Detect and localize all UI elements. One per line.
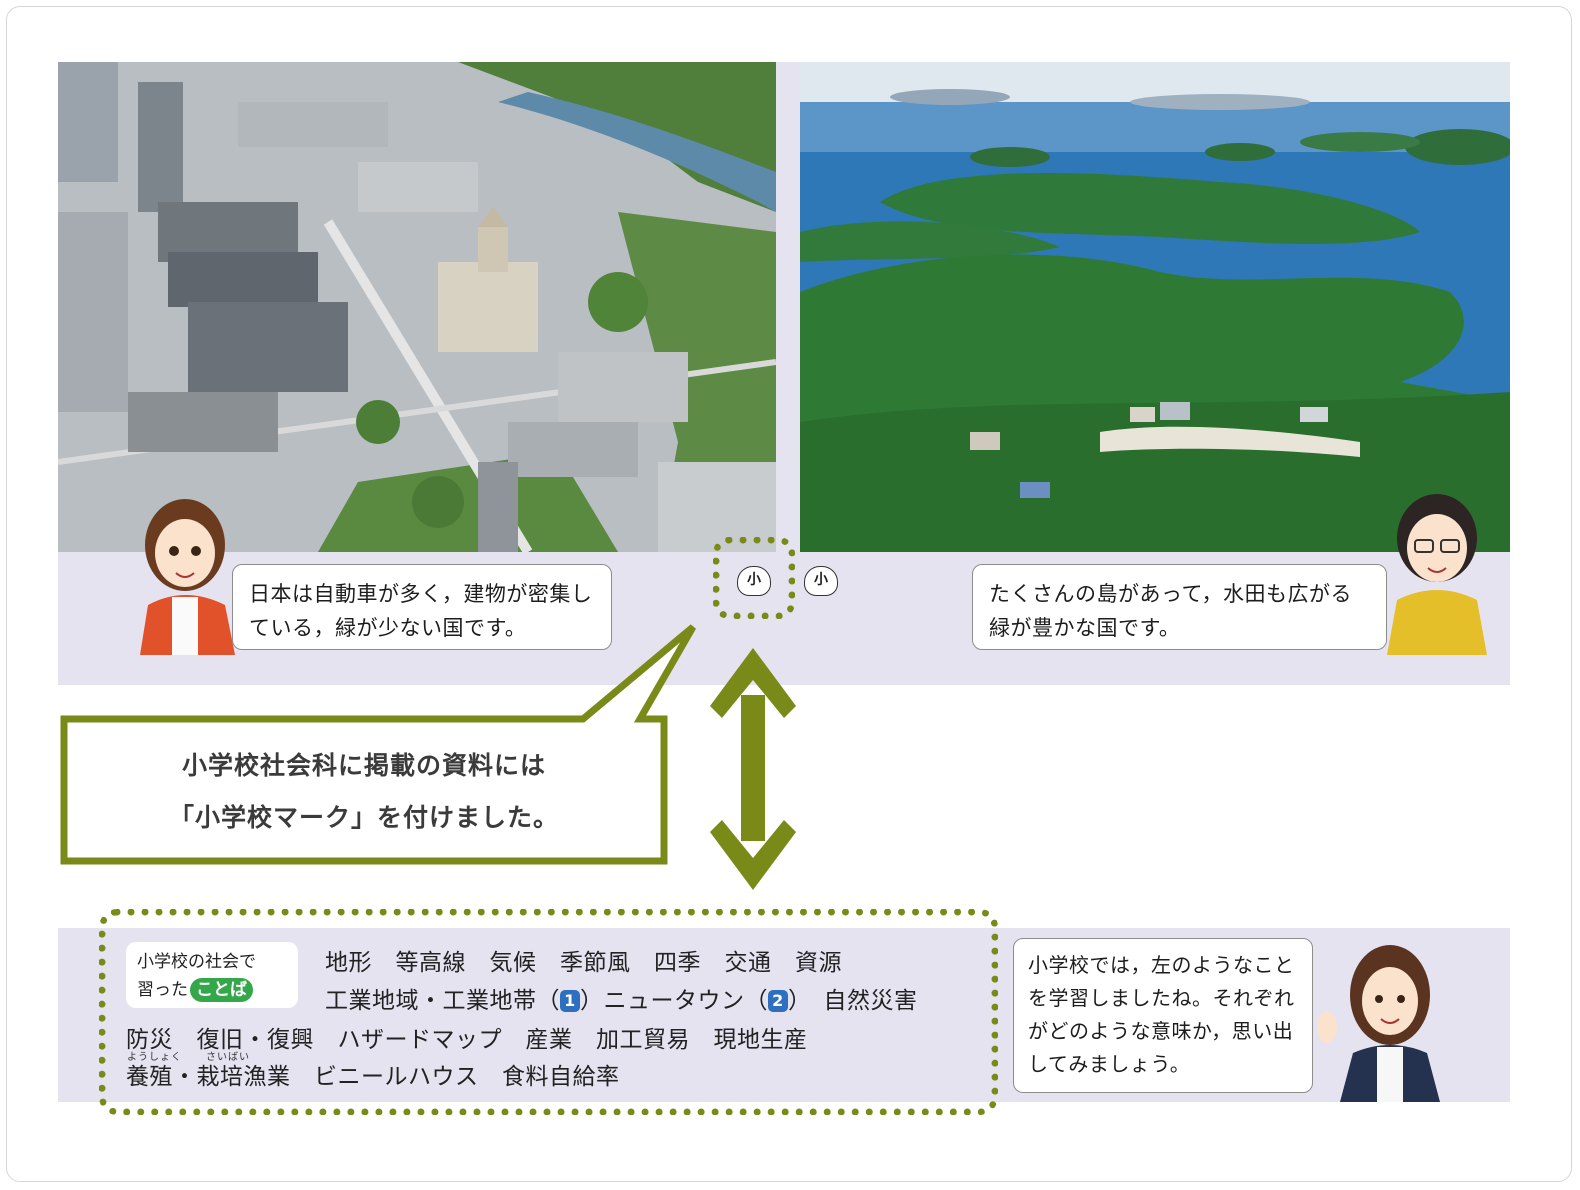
number-badge-1: 1 <box>560 990 580 1012</box>
words-line-3: 防災 復旧・復興 ハザードマップ 産業 加工貿易 現地生産 <box>126 1027 808 1053</box>
callout-line-2: 「小学校マーク」を付けました。 <box>168 803 559 832</box>
words-line-2-a: 工業地域・工業地帯（ <box>325 988 560 1014</box>
number-badge-2: 2 <box>768 990 788 1012</box>
boy-character-left <box>140 499 235 655</box>
double-arrow-icon <box>710 648 796 890</box>
words-line-2-c: ） 自然災害 <box>788 988 918 1014</box>
words-label: 小学校の社会で 習ったことば <box>126 942 298 1008</box>
speech-bubble-left: 日本は自動車が多く，建物が密集している，緑が少ない国です。 <box>232 564 612 650</box>
words-line-2: 工業地域・工業地帯（1）ニュータウン（2） 自然災害 <box>325 981 918 1015</box>
callout-text: 小学校社会科に掲載の資料には 「小学校マーク」を付けました。 <box>64 740 664 844</box>
islands-aerial-photo <box>800 62 1510 552</box>
words-label-line-1: 小学校の社会で <box>137 952 256 972</box>
kotoba-badge: ことば <box>190 978 253 1002</box>
page-frame <box>6 6 1572 1182</box>
ruby-saibai: さいばい <box>206 1052 250 1063</box>
callout-line-1: 小学校社会科に掲載の資料には <box>181 751 546 780</box>
words-label-line-2: 習ったことば <box>137 976 298 1004</box>
words-highlight-box <box>99 909 998 1115</box>
words-line-2-b: ）ニュータウン（ <box>580 988 768 1014</box>
words-label-learned: 習った <box>137 980 188 1000</box>
school-mark-plain: 小 <box>804 566 838 596</box>
school-mark-highlight <box>713 537 795 619</box>
boy-character-right <box>1387 494 1487 655</box>
school-mark-highlighted: 小 <box>737 566 771 596</box>
words-line-1: 地形 等高線 気候 季節風 四季 交通 資源 <box>325 950 842 976</box>
ruby-yoshoku: ようしょく <box>127 1052 182 1063</box>
city-aerial-photo <box>58 62 776 552</box>
callout-box-outline <box>60 624 697 865</box>
speech-bubble-right: たくさんの島があって，水田も広がる緑が豊かな国です。 <box>972 564 1387 650</box>
teacher-character <box>1317 945 1440 1102</box>
speech-bubble-teacher: 小学校では，左のようなことを学習しましたね。それぞれがどのような意味か，思い出し… <box>1013 938 1313 1093</box>
words-line-4: 養殖・栽培漁業 ビニールハウス 食料自給率 <box>126 1064 620 1090</box>
